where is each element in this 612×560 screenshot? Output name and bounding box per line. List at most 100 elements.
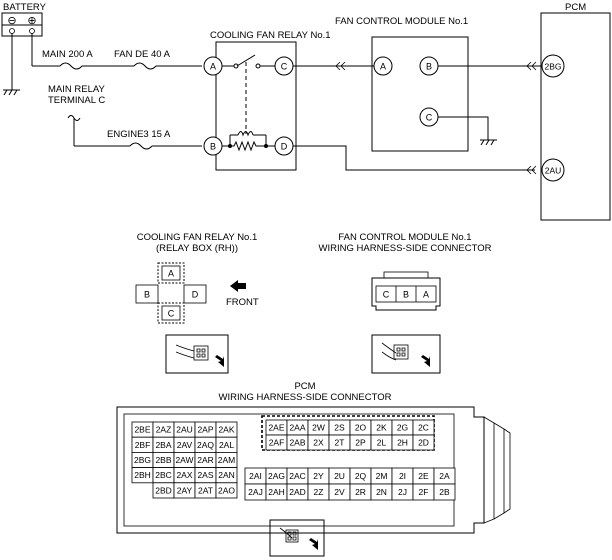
svg-text:2S: 2S (334, 423, 345, 433)
main-relay-label: MAIN RELAY (48, 84, 106, 95)
battery-ground-icon (3, 33, 20, 96)
svg-text:2AT: 2AT (198, 485, 213, 495)
pcm-terminal-2au: 2AU (541, 158, 565, 182)
svg-text:2B: 2B (439, 487, 450, 497)
front-arrow-icon (230, 280, 246, 292)
pcm-pin-2p: 2P (349, 434, 372, 451)
relay-coil-icon (222, 131, 275, 152)
relay-connector: A B D C (135, 262, 207, 324)
pcm-pin-2ag: 2AG (265, 467, 288, 485)
connector-icon (526, 165, 537, 175)
svg-text:2BG: 2BG (544, 62, 561, 72)
svg-text:D: D (281, 142, 288, 152)
pcm-pin-2bd: 2BD (152, 482, 175, 499)
pcm-pin-2u: 2U (328, 467, 351, 485)
svg-text:2D: 2D (418, 438, 429, 448)
pcm-pin-2e: 2E (412, 467, 435, 485)
svg-text:2G: 2G (397, 423, 408, 433)
pcm-pin-2ao: 2AO (215, 482, 238, 499)
pcm-pin-2ah: 2AH (265, 483, 288, 501)
svg-text:A: A (380, 62, 386, 72)
relay-terminal-c: C (274, 56, 294, 76)
svg-text:2AV: 2AV (177, 440, 193, 450)
pcm-pin-2aa: 2AA (286, 419, 309, 436)
svg-text:2AS: 2AS (197, 470, 213, 480)
relay-pin-c: C (168, 309, 175, 319)
fcm-pin-c: C (383, 290, 390, 300)
svg-text:2BE: 2BE (134, 425, 150, 435)
svg-text:2N: 2N (376, 487, 387, 497)
pcm-pin-2ab: 2AB (286, 434, 309, 451)
relay-terminal-b: B (203, 136, 223, 156)
svg-text:B: B (210, 142, 216, 152)
svg-text:2E: 2E (418, 471, 429, 481)
svg-text:2AO: 2AO (218, 485, 235, 495)
svg-text:2L: 2L (377, 438, 387, 448)
fcm-terminal-b: B (419, 56, 439, 76)
main-relay-terminal-icon (67, 115, 81, 146)
svg-text:2AM: 2AM (218, 455, 235, 465)
svg-text:2AB: 2AB (289, 438, 305, 448)
main-fuse-icon (59, 62, 83, 70)
svg-text:C: C (426, 113, 433, 123)
fcm-terminal-a: A (373, 56, 393, 76)
svg-text:2AW: 2AW (175, 455, 193, 465)
svg-text:2AQ: 2AQ (197, 440, 214, 450)
pcm-pin-2z: 2Z (307, 483, 330, 501)
engine-fuse-icon (129, 142, 153, 150)
pcm-pin-2a: 2A (433, 467, 456, 485)
svg-text:2C: 2C (418, 423, 429, 433)
svg-text:2AG: 2AG (268, 471, 285, 481)
fan-fuse-icon (133, 62, 157, 70)
relay-terminal-a: A (203, 56, 223, 76)
pcm-pin-2an: 2AN (215, 467, 238, 484)
pcm-pin-2bf: 2BF (131, 436, 154, 453)
pcm-connector-subtitle: WIRING HARNESS-SIDE CONNECTOR (219, 392, 392, 403)
pcm-pin-2t: 2T (328, 434, 351, 451)
svg-text:2K: 2K (376, 423, 387, 433)
svg-text:2BA: 2BA (155, 440, 171, 450)
svg-text:2AU: 2AU (176, 425, 193, 435)
pcm-pin-2ai: 2AI (244, 467, 267, 485)
pcm-pin-2be: 2BE (131, 421, 154, 438)
pcm-pin-2v: 2V (328, 483, 351, 501)
pcm-pin-2as: 2AS (194, 467, 217, 484)
svg-text:2BC: 2BC (155, 470, 172, 480)
pcm-pin-2af: 2AF (265, 434, 288, 451)
pcm-pin-2m: 2M (370, 467, 393, 485)
svg-text:2AF: 2AF (269, 438, 285, 448)
pcm-pin-2d: 2D (412, 434, 435, 451)
pcm-pin-2av: 2AV (173, 436, 196, 453)
pcm-pin-2aw: 2AW (173, 451, 196, 468)
relay-pin-b: B (144, 290, 150, 300)
main-relay-terminal-label: TERMINAL C (48, 95, 105, 106)
pcm-pin-2i: 2I (391, 467, 414, 485)
svg-text:2AZ: 2AZ (156, 425, 172, 435)
svg-text:2O: 2O (355, 423, 367, 433)
engine-fuse-label: ENGINE3 15 A (107, 129, 171, 140)
svg-text:2AR: 2AR (197, 455, 214, 465)
pcm-terminal-2bg: 2BG (541, 54, 565, 78)
svg-text:2AK: 2AK (218, 425, 234, 435)
pcm-pin-2ax: 2AX (173, 467, 196, 484)
svg-text:2AI: 2AI (249, 471, 262, 481)
pcm-pin-2am: 2AM (215, 451, 238, 468)
fcm-connector-title: FAN CONTROL MODULE No.1 (338, 232, 471, 243)
svg-text:2AY: 2AY (177, 485, 193, 495)
fcm-terminal-c: C (419, 107, 439, 127)
svg-text:2AC: 2AC (289, 471, 306, 481)
pcm-pin-2n: 2N (370, 483, 393, 501)
pcm-pin-2aq: 2AQ (194, 436, 217, 453)
pcm-pin-2az: 2AZ (152, 421, 175, 438)
relay-switch-icon (222, 54, 275, 134)
connector-icon (335, 61, 346, 71)
svg-text:2BG: 2BG (134, 455, 151, 465)
svg-text:2AL: 2AL (219, 440, 234, 450)
relay-connector-title: COOLING FAN RELAY No.1 (137, 232, 258, 243)
svg-text:2BH: 2BH (134, 470, 151, 480)
svg-text:C: C (281, 62, 288, 72)
svg-text:2T: 2T (335, 438, 345, 448)
pcm-pin-2x: 2X (307, 434, 330, 451)
fcm-title: FAN CONTROL MODULE No.1 (335, 16, 468, 27)
